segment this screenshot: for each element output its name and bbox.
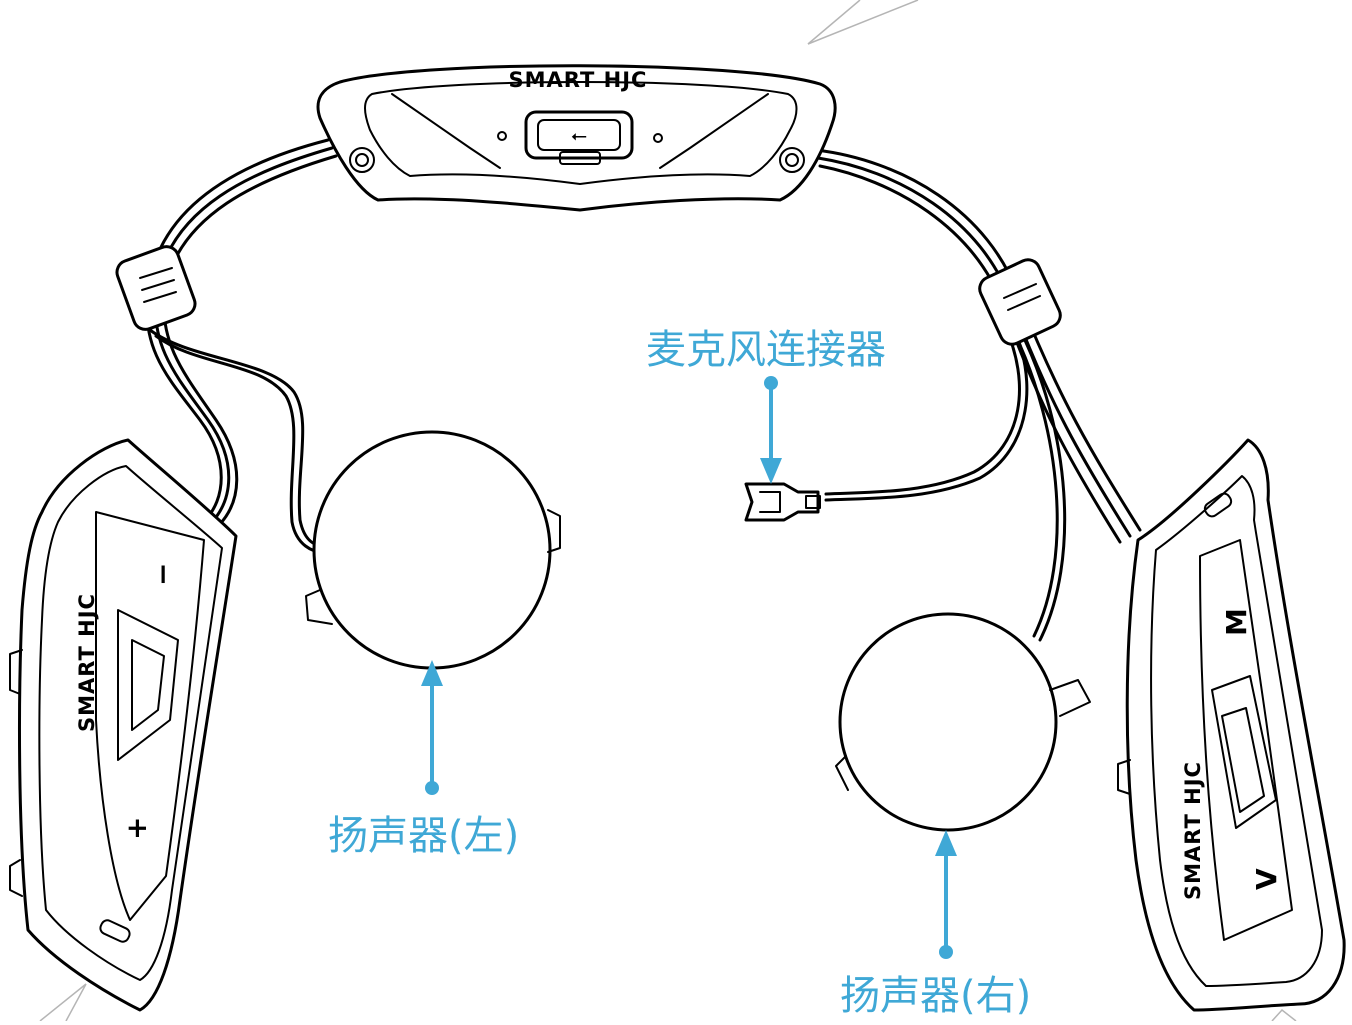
mic-connector-part: [744, 482, 821, 522]
cable-clip-right: [978, 258, 1062, 346]
cable-clip-left: [115, 245, 197, 331]
left-plus-glyph: +: [120, 817, 153, 840]
speaker-left-arrowhead: [421, 660, 443, 686]
right-module-brand: SMART HJC: [1181, 761, 1205, 900]
guide-lines: [39, 0, 1297, 1022]
usb-icon: ⭠: [571, 123, 587, 147]
mic-connector-label: 麦克风连接器: [646, 327, 886, 373]
speaker-right-label: 扬声器(右): [840, 973, 1032, 1019]
cables: [145, 138, 1142, 642]
speaker-left-label: 扬声器(左): [328, 813, 520, 859]
main-unit: ⭠ SMART HJC: [316, 64, 837, 212]
callout-speaker-right-leader: [935, 830, 957, 959]
callout-speaker-left-leader: [421, 660, 443, 795]
speaker-right-arrowhead: [935, 830, 957, 856]
left-control-module: SMART HJC − +: [9, 438, 238, 1012]
right-v-glyph: V: [1250, 868, 1283, 890]
speaker-right-leader-dot: [939, 945, 953, 959]
right-control-module: SMART HJC M V: [1117, 438, 1346, 1012]
left-module-brand: SMART HJC: [75, 593, 99, 732]
mic-leader-arrowhead: [760, 458, 782, 484]
left-minus-glyph: −: [146, 563, 179, 586]
left-speaker: [305, 430, 561, 670]
callout-mic-leader: [760, 376, 782, 484]
right-m-glyph: M: [1220, 608, 1253, 636]
speaker-left-leader-dot: [425, 781, 439, 795]
main-unit-brand: SMART HJC: [509, 68, 648, 92]
right-speaker: [835, 612, 1091, 832]
